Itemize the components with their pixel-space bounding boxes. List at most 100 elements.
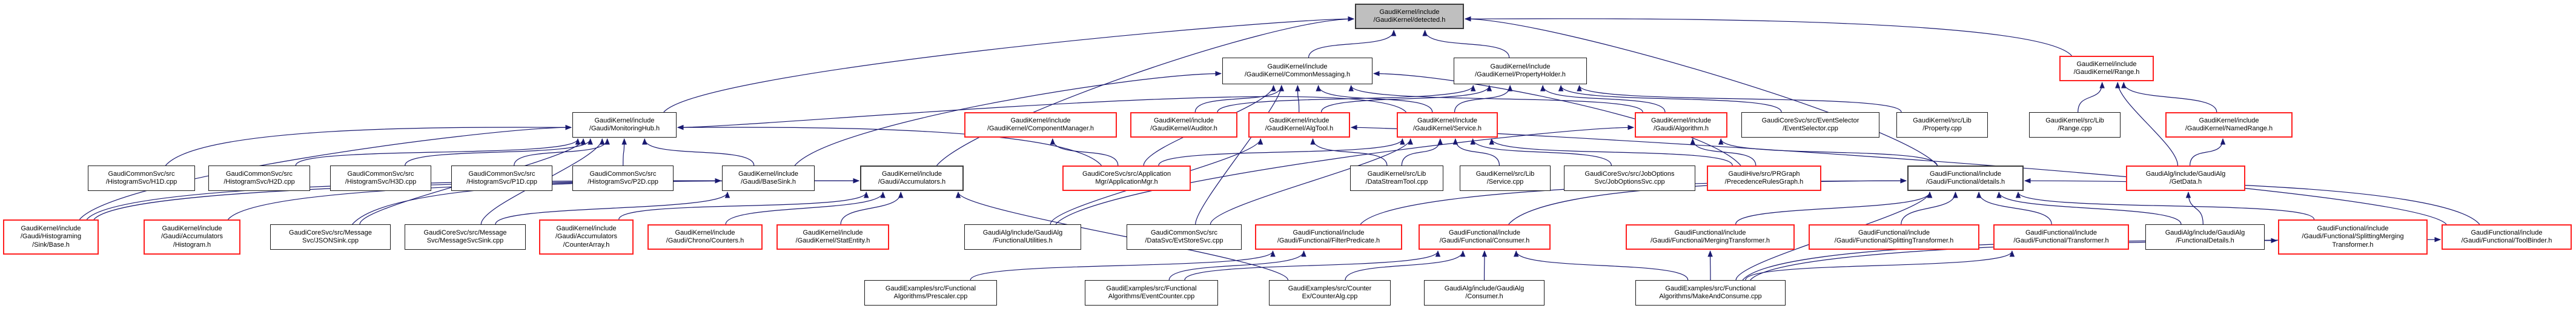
- graph-node-label-line: GaudiKernel/include: [2076, 60, 2137, 68]
- graph-node-accumulators[interactable]: GaudiKernel/include/Gaudi/Accumulators.h: [860, 166, 964, 191]
- graph-node-label-line: /Gaudi/Chrono/Counters.h: [666, 237, 744, 244]
- graph-node-prgraph[interactable]: GaudiHive/src/PRGraph/PrecedenceRulesGra…: [1707, 166, 1821, 191]
- graph-node-detected: GaudiKernel/include/GaudiKernel/detected…: [1355, 4, 1464, 29]
- graph-node-filterpredicate[interactable]: GaudiFunctional/include/Gaudi/Functional…: [1255, 224, 1402, 250]
- graph-node-label-line: GaudiCoreSvc/src/JobOptions: [1584, 170, 1675, 178]
- edge-algorithm-to-propertyholder: [1540, 84, 1666, 113]
- graph-node-datastreamtool[interactable]: GaudiKernel/src/Lib/DataStreamTool.cpp: [1350, 166, 1443, 191]
- edge-propertyholder-to-detected: [1422, 29, 1510, 58]
- graph-node-algtool[interactable]: GaudiKernel/include/GaudiKernel/AlgTool.…: [1248, 112, 1350, 138]
- graph-node-label-line: Ex/CounterAlg.cpp: [1302, 293, 1358, 300]
- graph-node-label-line: GaudiHive/src/PRGraph: [1728, 170, 1800, 178]
- graph-node-mergingtransformer[interactable]: GaudiFunctional/include/Gaudi/Functional…: [1626, 224, 1795, 250]
- graph-node-label-line: /Range.cpp: [2058, 125, 2092, 132]
- edge-datastreamtool-to-algtool: [1310, 138, 1388, 166]
- edge-counteralg-to-accumulators: [955, 191, 1289, 281]
- graph-node-label-line: GaudiFunctional/include: [2471, 229, 2543, 236]
- graph-node-label-line: GaudiCoreSvc/src/Message: [423, 229, 507, 236]
- graph-node-basesink[interactable]: GaudiKernel/include/Gaudi/BaseSink.h: [722, 166, 815, 191]
- graph-node-label-line: GaudiFunctional/include: [2025, 229, 2098, 236]
- graph-node-label-line: Svc/MessageSvcSink.cpp: [426, 237, 504, 244]
- graph-node-label-line: /Gaudi/Accumulators.h: [878, 178, 946, 186]
- edge-range_h-to-detected: [1464, 16, 2072, 56]
- graph-node-histogram[interactable]: GaudiKernel/include/Gaudi/Accumulators/H…: [144, 219, 240, 255]
- graph-node-consumer_alg[interactable]: GaudiAlg/include/GaudiAlg/Consumer.h: [1424, 280, 1545, 306]
- graph-node-functionaldetails[interactable]: GaudiAlg/include/GaudiAlg/FunctionalDeta…: [2145, 224, 2265, 250]
- edge-basesink-to-commonmessaging: [794, 71, 1222, 166]
- graph-node-label-line: /GaudiKernel/CommonMessaging.h: [1244, 71, 1351, 78]
- edge-prgraph-to-service_h: [1489, 138, 1733, 166]
- edge-details-to-detected: [1464, 16, 1938, 166]
- graph-node-label-line: /Gaudi/Functional/SplittingTransformer.h: [1834, 237, 1954, 244]
- graph-node-label-line: GaudiKernel/src/Lib: [1475, 170, 1535, 178]
- graph-node-counterarray[interactable]: GaudiKernel/include/Gaudi/Accumulators/C…: [539, 219, 634, 255]
- graph-node-h3d[interactable]: GaudiCommonSvc/src/HistogramSvc/H3D.cpp: [330, 166, 431, 191]
- graph-node-label-line: GaudiKernel/include: [803, 229, 863, 236]
- edge-functionalutilities-to-algorithm: [1055, 124, 1635, 225]
- graph-node-label-line: /Consumer.h: [1465, 293, 1503, 300]
- graph-node-commonmessaging[interactable]: GaudiKernel/include/GaudiKernel/CommonMe…: [1222, 58, 1372, 84]
- graph-node-algorithm[interactable]: GaudiKernel/include/Gaudi/Algorithm.h: [1635, 112, 1727, 138]
- graph-node-statentity[interactable]: GaudiKernel/include/GaudiKernel/StatEnti…: [776, 224, 889, 250]
- edge-basesink-to-monitoringhub: [641, 138, 755, 166]
- graph-node-consumer_f[interactable]: GaudiFunctional/include/Gaudi/Functional…: [1419, 224, 1551, 250]
- graph-node-evtstoresvc[interactable]: GaudiCommonSvc/src/DataSvc/EvtStoreSvc.c…: [1127, 224, 1242, 250]
- graph-node-p2d[interactable]: GaudiCommonSvc/src/HistogramSvc/P2D.cpp: [572, 166, 674, 191]
- graph-node-label-line: /CounterArray.h: [563, 241, 610, 249]
- graph-node-label-line: GaudiCommonSvc/src: [108, 170, 175, 178]
- graph-node-monitoringhub[interactable]: GaudiKernel/include/Gaudi/MonitoringHub.…: [572, 112, 677, 138]
- graph-node-label-line: Svc/JSONSink.cpp: [302, 237, 359, 244]
- edge-eventselector_cpp-to-propertyholder: [1558, 84, 1782, 113]
- edge-makeandconsume-to-transformer: [1745, 250, 2015, 281]
- edge-h3d-to-monitoringhub: [405, 138, 593, 166]
- edge-functionaldetails-to-details: [1996, 191, 2182, 225]
- graph-node-label-line: /Gaudi/Functional/Consumer.h: [1439, 237, 1530, 244]
- graph-node-h2d[interactable]: GaudiCommonSvc/src/HistogramSvc/H2D.cpp: [208, 166, 310, 191]
- graph-node-service_h[interactable]: GaudiKernel/include/GaudiKernel/Service.…: [1397, 112, 1498, 138]
- graph-node-label-line: GaudiKernel/include: [21, 224, 81, 232]
- graph-node-getdata[interactable]: GaudiAlg/include/GaudiAlg/GetData.h: [2126, 166, 2245, 191]
- graph-node-service_cpp[interactable]: GaudiKernel/src/Lib/Service.cpp: [1460, 166, 1551, 191]
- graph-node-h1d[interactable]: GaudiCommonSvc/src/HistogramSvc/H1D.cpp: [88, 166, 195, 191]
- graph-node-componentmanager[interactable]: GaudiKernel/include/GaudiKernel/Componen…: [964, 112, 1117, 138]
- graph-node-toolbinder[interactable]: GaudiFunctional/include/Gaudi/Functional…: [2442, 224, 2572, 250]
- graph-node-splittingmerging[interactable]: GaudiFunctional/include/Gaudi/Functional…: [2278, 219, 2428, 255]
- graph-node-label-line: GaudiFunctional/include: [1858, 229, 1930, 236]
- edge-eventcounter-to-consumer_f: [1184, 250, 1441, 281]
- graph-node-label-line: GaudiCommonSvc/src: [225, 170, 293, 178]
- graph-node-namedrange[interactable]: GaudiKernel/include/GaudiKernel/NamedRan…: [2165, 112, 2293, 138]
- graph-node-functionalutilities[interactable]: GaudiAlg/include/GaudiAlg/FunctionalUtil…: [964, 224, 1081, 250]
- graph-node-propertyholder[interactable]: GaudiKernel/include/GaudiKernel/Property…: [1454, 58, 1587, 84]
- graph-node-label-line: /Gaudi/MonitoringHub.h: [589, 125, 660, 132]
- graph-node-range_cpp[interactable]: GaudiKernel/src/Lib/Range.cpp: [2029, 112, 2121, 138]
- graph-node-details[interactable]: GaudiFunctional/include/Gaudi/Functional…: [1907, 166, 2024, 191]
- graph-node-range_h[interactable]: GaudiKernel/include/GaudiKernel/Range.h: [2059, 56, 2154, 81]
- graph-node-label-line: GaudiFunctional/include: [1929, 170, 2002, 178]
- graph-node-label-line: /GetData.h: [2169, 178, 2202, 186]
- graph-node-splittingtransformer[interactable]: GaudiFunctional/include/Gaudi/Functional…: [1809, 224, 1979, 250]
- graph-node-p1d[interactable]: GaudiCommonSvc/src/HistogramSvc/P1D.cpp: [451, 166, 552, 191]
- graph-node-label-line: GaudiKernel/include: [556, 224, 617, 232]
- graph-node-label-line: /Gaudi/Accumulators: [161, 233, 223, 241]
- graph-node-property_cpp[interactable]: GaudiKernel/src/Lib/Property.cpp: [1896, 112, 1988, 138]
- graph-node-sinkbase[interactable]: GaudiKernel/include/Gaudi/Histograming/S…: [3, 219, 99, 255]
- graph-node-label-line: GaudiFunctional/include: [1293, 229, 1365, 236]
- edge-splittingmerging-to-details: [2015, 191, 2315, 220]
- graph-node-transformer[interactable]: GaudiFunctional/include/Gaudi/Functional…: [1993, 224, 2129, 250]
- graph-node-chronocounters[interactable]: GaudiKernel/include/Gaudi/Chrono/Counter…: [647, 224, 763, 250]
- graph-node-label-line: /HistogramSvc/H2D.cpp: [223, 178, 295, 186]
- graph-node-label-line: /HistogramSvc/P1D.cpp: [466, 178, 537, 186]
- graph-node-eventselector_cpp[interactable]: GaudiCoreSvc/src/EventSelector/EventSele…: [1741, 112, 1879, 138]
- graph-node-label-line: GaudiCommonSvc/src: [468, 170, 535, 178]
- graph-node-auditor[interactable]: GaudiKernel/include/GaudiKernel/Auditor.…: [1130, 112, 1237, 138]
- graph-node-label-line: GaudiKernel/src/Lib: [1913, 116, 1972, 124]
- graph-node-label-line: GaudiCommonSvc/src: [347, 170, 414, 178]
